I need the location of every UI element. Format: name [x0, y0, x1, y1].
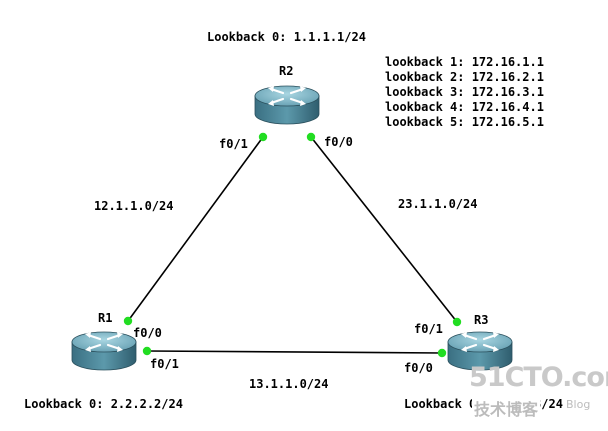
- port-dot-r1-f00: [123, 316, 133, 326]
- r2-loopback1-label: lookback 1: 172.16.1.1: [385, 55, 544, 69]
- watermark-logo: 51CTO.com: [469, 362, 608, 393]
- r2-loopback3-label: lookback 3: 172.16.3.1: [385, 85, 544, 99]
- port-dot-r3-f00: [437, 348, 447, 358]
- port-dot-r2-f01: [258, 132, 268, 142]
- r1-f00-label: f0/0: [133, 326, 162, 340]
- router-r1-name: R1: [98, 311, 113, 325]
- port-dot-r3-f01: [452, 317, 462, 327]
- network-r1-r2-label: 12.1.1.0/24: [94, 199, 174, 213]
- r2-loopback5-label: lookback 5: 172.16.5.1: [385, 115, 544, 129]
- r2-loopback0-label: Lookback 0: 1.1.1.1/24: [207, 30, 366, 44]
- router-r2-icon[interactable]: [253, 84, 321, 126]
- watermark-tagline: 技术博客: [472, 396, 541, 420]
- r1-loopback0-label: Lookback 0: 2.2.2.2/24: [24, 397, 183, 411]
- r3-f01-label: f0/1: [414, 322, 443, 336]
- r2-loopback2-label: lookback 2: 172.16.2.1: [385, 70, 544, 84]
- link-r1-r3: [146, 350, 443, 354]
- router-r2-name: R2: [279, 64, 294, 78]
- router-r1-icon[interactable]: [70, 330, 138, 372]
- port-dot-r1-f01: [142, 346, 152, 356]
- r2-f01-label: f0/1: [219, 137, 248, 151]
- network-r2-r3-label: 23.1.1.0/24: [398, 197, 478, 211]
- network-r1-r3-label: 13.1.1.0/24: [249, 377, 329, 391]
- r2-loopback4-label: lookback 4: 172.16.4.1: [385, 100, 544, 114]
- port-dot-r2-f00: [306, 132, 316, 142]
- r3-f00-label: f0/0: [404, 361, 433, 375]
- router-r3-name: R3: [474, 313, 489, 327]
- r2-f00-label: f0/0: [324, 135, 353, 149]
- r1-f01-label: f0/1: [150, 357, 179, 371]
- link-r1-r2: [127, 136, 264, 322]
- watermark-blog: Blog: [566, 398, 591, 411]
- link-r2-r3: [310, 136, 458, 323]
